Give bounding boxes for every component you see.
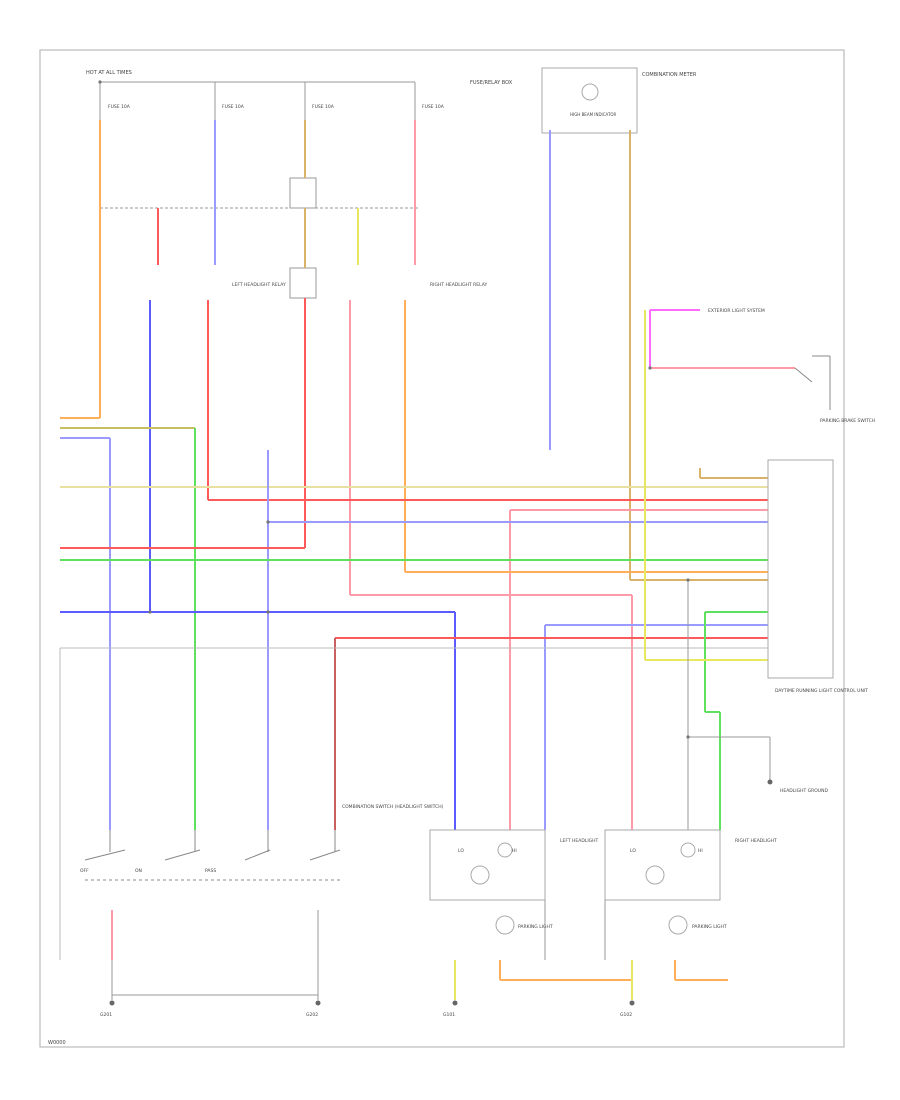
switch-pass-label: PASS [205, 868, 216, 874]
right-relay-label: RIGHT HEADLIGHT RELAY [430, 282, 487, 288]
ground-point-5 [767, 779, 773, 785]
headlight-ground-label: HEADLIGHT GROUND [780, 788, 828, 794]
switch-off-label: OFF [80, 868, 89, 874]
exterior-light-system-label: EXTERIOR LIGHT SYSTEM [708, 308, 765, 314]
parking-brake-switch [794, 355, 831, 410]
left-headlight-label: LEFT HEADLIGHT [560, 838, 599, 844]
fuse-wires [99, 120, 631, 612]
right-lo-label: LO [630, 848, 636, 854]
combination-meter-label: COMBINATION METER [642, 72, 697, 78]
ground-wires [111, 900, 728, 1000]
ground-3-label: G101 [443, 1012, 455, 1018]
ground-1-label: G201 [100, 1012, 112, 1018]
left-lo-label: LO [458, 848, 464, 854]
diagram-frame [39, 49, 845, 1048]
left-headlight [429, 829, 546, 935]
fuse-a-label: FUSE 10A [108, 104, 131, 110]
hot-at-all-times-label: HOT AT ALL TIMES [86, 70, 132, 76]
drl-control-unit [767, 459, 834, 679]
left-relay-label: LEFT HEADLIGHT RELAY [232, 282, 286, 288]
combination-switch-label: COMBINATION SWITCH (HEADLIGHT SWITCH) [342, 804, 444, 810]
junction-dots [98, 80, 690, 739]
left-hi-label: HI [512, 848, 517, 854]
ground-point-3 [452, 1000, 458, 1006]
parking-brake-switch-label: PARKING BRAKE SWITCH [820, 418, 875, 424]
power-bus [99, 81, 420, 299]
fuse-c-label: FUSE 10A [312, 104, 335, 110]
parking-brake-wiring [649, 309, 795, 369]
right-headlight-label: RIGHT HEADLIGHT [735, 838, 777, 844]
drl-wires [59, 310, 771, 960]
right-headlight [604, 829, 721, 935]
ground-symbols [109, 779, 773, 1006]
ground-2-label: G202 [306, 1012, 318, 1018]
fuse-box-label: FUSE/RELAY BOX [470, 80, 513, 86]
corner-code: W0000 [48, 1040, 66, 1046]
combination-switch [84, 830, 341, 881]
combination-meter [541, 67, 638, 134]
fuse-d-label: FUSE 10A [422, 104, 445, 110]
ground-point-2 [315, 1000, 321, 1006]
switch-on-label: ON [135, 868, 142, 874]
high-beam-indicator-label: HIGH BEAM INDICATOR [570, 112, 617, 117]
parking-light-right-label: PARKING LIGHT [692, 924, 727, 930]
right-hi-label: HI [698, 848, 703, 854]
ground-point-1 [109, 1000, 115, 1006]
ground-point-4 [629, 1000, 635, 1006]
ground-4-label: G102 [620, 1012, 632, 1018]
parking-light-left-label: PARKING LIGHT [518, 924, 553, 930]
drl-control-unit-label: DAYTIME RUNNING LIGHT CONTROL UNIT [775, 688, 868, 694]
fuse-b-label: FUSE 10A [222, 104, 245, 110]
